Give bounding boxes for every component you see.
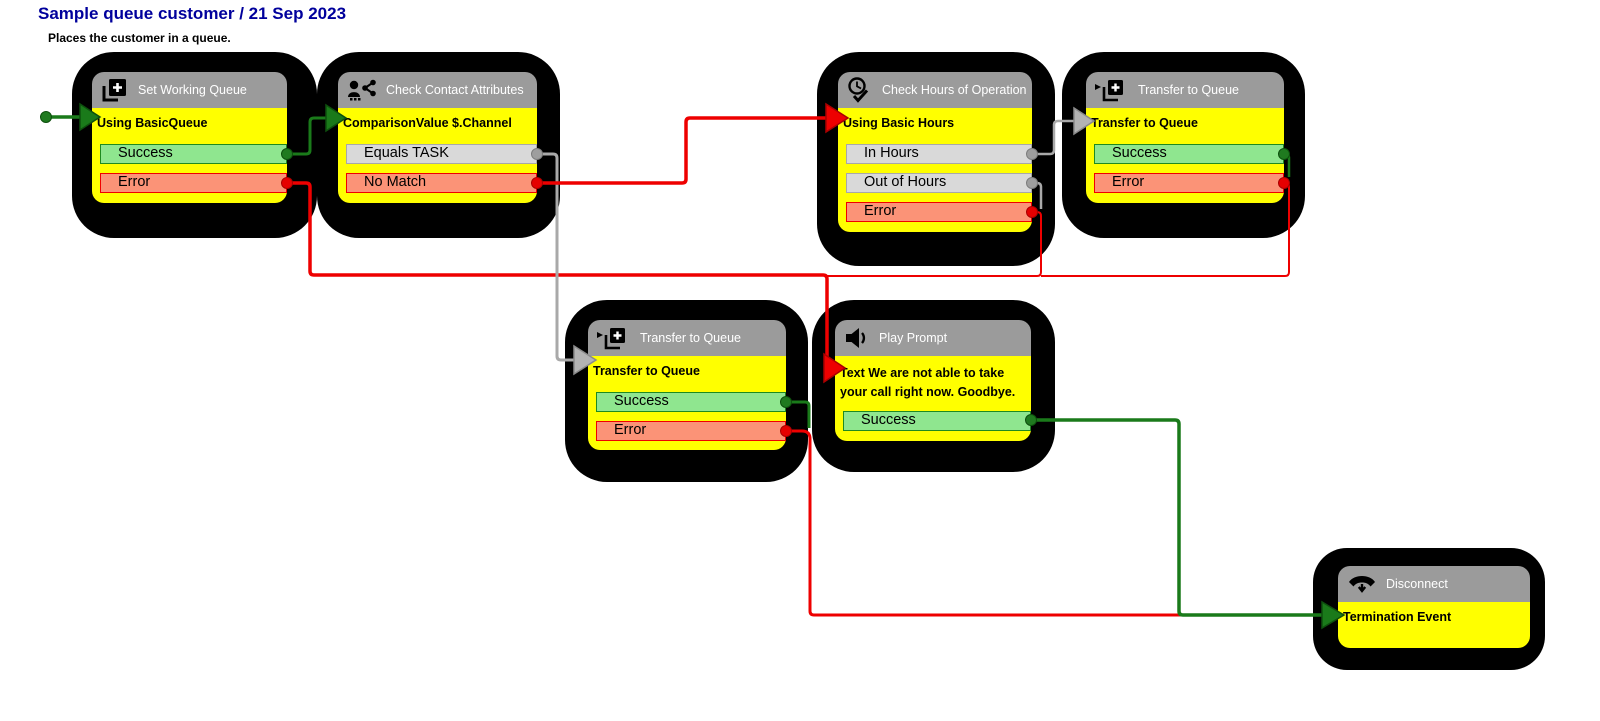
branch-error[interactable]: Error — [100, 173, 287, 193]
node-transfer-to-queue-middle[interactable]: Transfer to Queue Transfer to Queue Succ… — [565, 300, 808, 482]
disconnect-icon — [1347, 573, 1377, 595]
branch-success[interactable]: Success — [1094, 144, 1284, 164]
node-title: Set Working Queue — [138, 83, 247, 97]
node-title: Transfer to Queue — [640, 331, 741, 345]
port-check-hours-error[interactable] — [1026, 206, 1038, 218]
branch-error[interactable]: Error — [596, 421, 786, 441]
node-param: Text We are not able to take your call r… — [840, 366, 1016, 399]
node-param: Termination Event — [1343, 610, 1452, 624]
play-prompt-icon — [844, 326, 870, 350]
connector-swq-success-to-check-contact-attributes[interactable] — [287, 116, 328, 156]
entry-point-port[interactable] — [40, 111, 52, 123]
node-header: Check Contact Attributes — [338, 72, 537, 108]
branch-success[interactable]: Success — [100, 144, 287, 164]
port-play-prompt-success[interactable] — [1025, 414, 1037, 426]
node-title: Disconnect — [1386, 577, 1448, 591]
node-header: Transfer to Queue — [1086, 72, 1284, 108]
node-title: Check Hours of Operation — [882, 83, 1027, 97]
branch-out-of-hours[interactable]: Out of Hours — [846, 173, 1032, 193]
branch-success[interactable]: Success — [596, 392, 786, 412]
node-title: Play Prompt — [879, 331, 948, 345]
input-arrow-transfer-to-queue-top[interactable] — [1073, 106, 1096, 136]
node-param: ComparisonValue $.Channel — [343, 116, 512, 130]
branch-error[interactable]: Error — [846, 202, 1032, 222]
input-arrow-play-prompt[interactable] — [823, 352, 847, 384]
branch-success[interactable]: Success — [843, 411, 1031, 431]
transfer-to-queue-icon — [1095, 78, 1129, 102]
node-param: Using BasicQueue — [97, 116, 208, 130]
port-in-hours[interactable] — [1026, 148, 1038, 160]
branch-in-hours[interactable]: In Hours — [846, 144, 1032, 164]
connector-no-match-to-check-hours[interactable] — [537, 116, 828, 185]
node-title: Transfer to Queue — [1138, 83, 1239, 97]
connector-ttq-middle-error-to-disconnect[interactable] — [786, 429, 1181, 617]
node-header: Transfer to Queue — [588, 320, 786, 356]
branch-equals-task[interactable]: Equals TASK — [346, 144, 537, 164]
port-equals-task[interactable] — [531, 148, 543, 160]
node-set-working-queue[interactable]: Set Working Queue Using BasicQueue Succe… — [72, 52, 317, 238]
queue-icon — [101, 78, 129, 102]
port-no-match[interactable] — [531, 177, 543, 189]
connector-equals-task-to-transfer-to-queue-middle[interactable] — [537, 152, 578, 362]
node-play-prompt[interactable]: Play Prompt Text We are not able to take… — [812, 300, 1055, 472]
node-disconnect[interactable]: Disconnect Termination Event — [1313, 548, 1545, 670]
connector-play-prompt-success-to-disconnect[interactable] — [1031, 418, 1322, 617]
port-ttq-middle-success[interactable] — [780, 396, 792, 408]
branch-no-match[interactable]: No Match — [346, 173, 537, 193]
node-param: Transfer to Queue — [1091, 116, 1198, 130]
port-ttq-top-error[interactable] — [1278, 177, 1290, 189]
input-arrow-set-working-queue[interactable] — [79, 102, 102, 132]
node-header: Check Hours of Operation — [838, 72, 1032, 108]
node-header: Disconnect — [1338, 566, 1530, 602]
port-swq-error[interactable] — [281, 177, 293, 189]
input-arrow-transfer-to-queue-middle[interactable] — [573, 344, 598, 376]
port-swq-success[interactable] — [281, 148, 293, 160]
port-ttq-top-success[interactable] — [1278, 148, 1290, 160]
node-param: Using Basic Hours — [843, 116, 955, 130]
input-arrow-disconnect[interactable] — [1321, 600, 1346, 630]
connector-ttq-middle-success-to-disconnect[interactable] — [786, 400, 811, 428]
port-out-of-hours[interactable] — [1026, 177, 1038, 189]
input-arrow-check-hours-of-operation[interactable] — [825, 102, 850, 134]
hours-of-operation-icon — [847, 77, 873, 103]
node-check-hours-of-operation[interactable]: Check Hours of Operation Using Basic Hou… — [817, 52, 1055, 266]
flow-title: Sample queue customer / 21 Sep 2023 — [38, 4, 347, 23]
node-header: Play Prompt — [835, 320, 1031, 356]
branch-error[interactable]: Error — [1094, 173, 1284, 193]
contact-attributes-icon — [347, 79, 377, 101]
node-title: Check Contact Attributes — [386, 83, 524, 97]
node-param: Transfer to Queue — [593, 364, 700, 378]
port-ttq-middle-error[interactable] — [780, 425, 792, 437]
node-check-contact-attributes[interactable]: Check Contact Attributes ComparisonValue… — [317, 52, 560, 238]
input-arrow-check-contact-attributes[interactable] — [325, 103, 348, 133]
flow-description: Places the customer in a queue. — [48, 31, 231, 45]
connector-in-hours-to-transfer-to-queue-top[interactable] — [1032, 119, 1076, 156]
transfer-to-queue-icon — [597, 326, 631, 350]
node-header: Set Working Queue — [92, 72, 287, 108]
node-transfer-to-queue-top[interactable]: Transfer to Queue Transfer to Queue Succ… — [1062, 52, 1305, 238]
connector-swq-error-to-play-prompt[interactable] — [287, 181, 829, 366]
connector-check-hours-error-to-play-prompt[interactable] — [827, 211, 1042, 277]
